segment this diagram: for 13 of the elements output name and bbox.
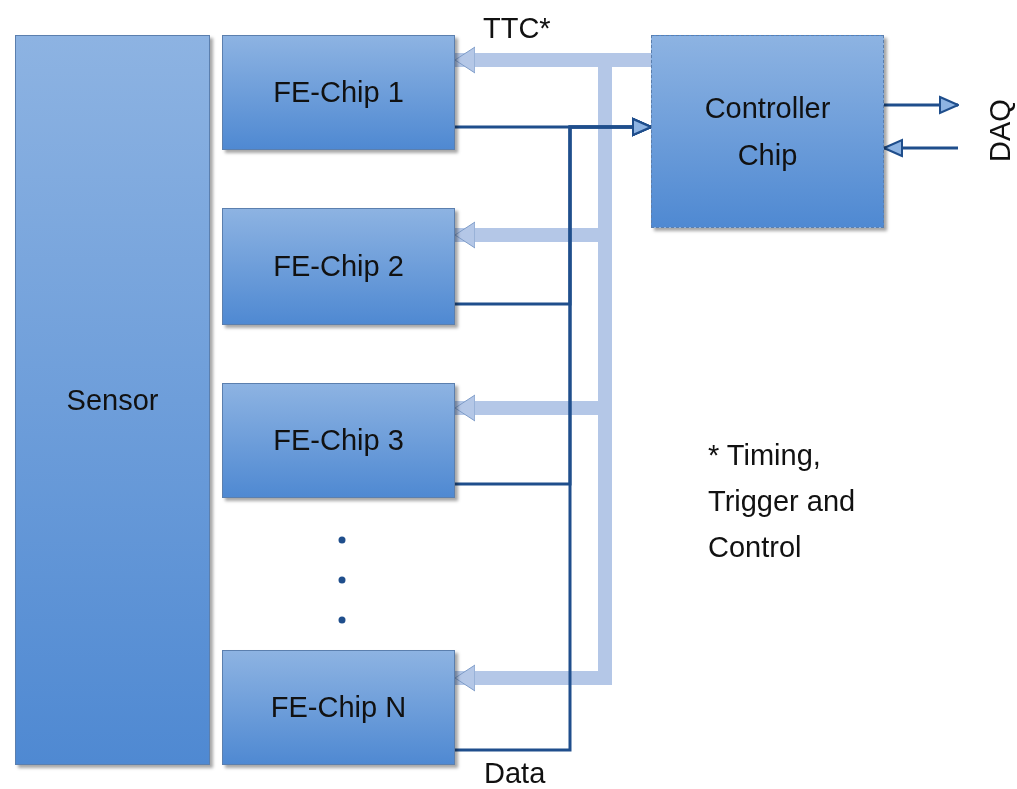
controller-box: Controller Chip — [651, 35, 884, 228]
arrow — [455, 118, 652, 752]
arrow — [883, 139, 958, 157]
chip-box: FE-Chip 1 — [222, 35, 455, 150]
bus-label: TTC* — [483, 12, 551, 45]
sensor-block: Sensor — [15, 35, 210, 765]
chip-box: FE-Chip 2 — [222, 208, 455, 325]
chip-box: FE-Chip N — [222, 650, 455, 765]
footnote: * Timing, Trigger and Control — [708, 438, 857, 565]
port-label-text: DAQ — [983, 98, 1017, 162]
arrow — [884, 96, 959, 114]
chip-box: FE-Chip 3 — [222, 383, 455, 498]
bus-label: Data — [484, 757, 546, 789]
